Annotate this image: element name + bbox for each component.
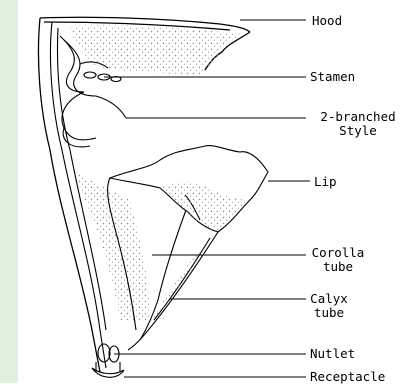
hood-shading — [70, 25, 240, 74]
label-hood: Hood — [312, 14, 342, 27]
label-corolla-line2: tube — [308, 260, 368, 273]
label-style-line1: 2-branched — [308, 110, 408, 123]
lip-shading — [160, 182, 250, 232]
calyx-shading — [140, 238, 210, 340]
label-nutlet: Nutlet — [310, 347, 355, 360]
nutlet-receptacle — [92, 344, 124, 377]
label-calyx-line2: tube — [304, 306, 354, 319]
label-receptacle: Receptacle — [310, 370, 385, 383]
label-calyx-line1: Calyx — [304, 292, 354, 305]
label-stamen: Stamen — [310, 70, 355, 83]
label-lip: Lip — [314, 175, 337, 188]
label-corolla-line1: Corolla — [308, 246, 368, 259]
label-style-line2: Style — [308, 124, 408, 137]
